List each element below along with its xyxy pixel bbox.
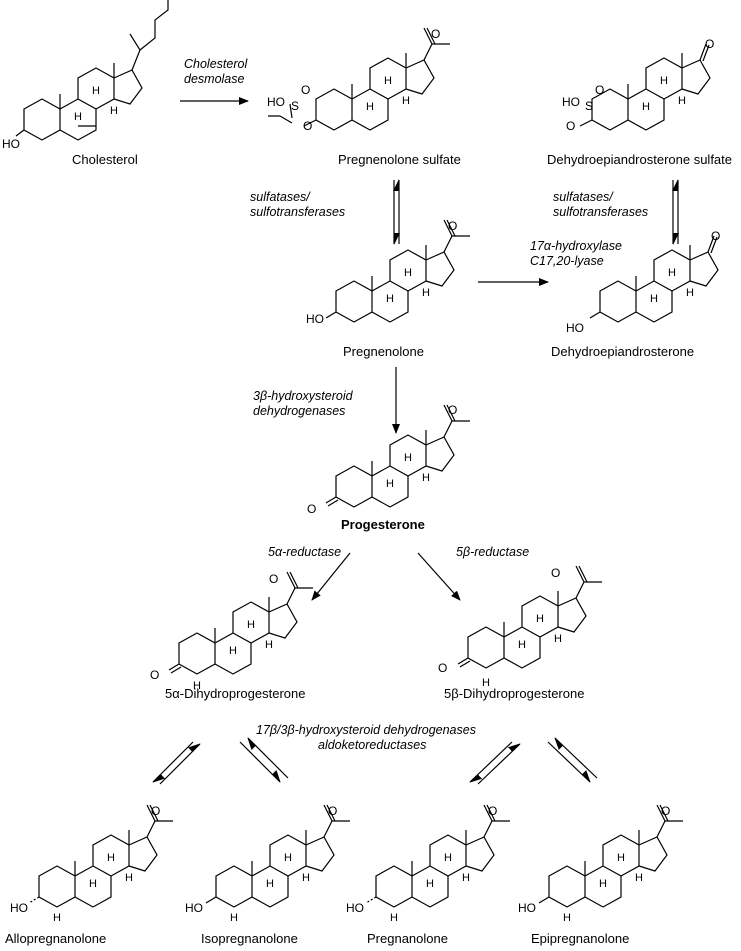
oxygen-label: O (448, 219, 457, 233)
h-label: H (230, 912, 238, 924)
reversible-arrow (152, 741, 194, 783)
sulfur-label: S (585, 99, 593, 113)
enzyme-label: sulfatases/ (250, 190, 311, 204)
reaction-arrow (417, 552, 461, 601)
oxygen-label: O (151, 804, 160, 818)
reversible-arrow (239, 741, 281, 783)
pregnenolone-structure (325, 219, 471, 323)
enzyme-label: 5α-reductase (268, 545, 341, 559)
enzyme-label: 17β/3β-hydroxysteroid dehydrogenases (256, 723, 476, 737)
reversible-arrow (547, 741, 591, 783)
dihydroprogesterone-5a-label: 5α-Dihydroprogesterone (165, 686, 305, 701)
hydroxyl-label: HO (518, 901, 536, 915)
pregnenolone-label: Pregnenolone (343, 344, 424, 359)
dihydroprogesterone-5a-structure (168, 571, 314, 675)
oxygen-label: O (431, 27, 440, 41)
enzyme-label: C17,20-lyase (530, 254, 604, 268)
hydroxyl-label: HO (306, 312, 324, 326)
pregnanolone-label: Pregnanolone (367, 931, 448, 946)
hydroxyl-label: HO (2, 137, 20, 151)
dihydroprogesterone-5b-label: 5β-Dihydroprogesterone (444, 686, 584, 701)
pregnenolone-sulfate-structure (268, 27, 451, 131)
isopregnanolone-structure (205, 804, 351, 908)
oxygen-label: O (488, 804, 497, 818)
hydroxyl-label: HO (10, 901, 28, 915)
enzyme-label: dehydrogenases (253, 404, 345, 418)
enzyme-label: sulfatases/ (553, 190, 614, 204)
reaction-arrow (311, 552, 351, 601)
enzyme-label: 3β-hydroxysteroid (253, 389, 354, 403)
progesterone-structure (325, 404, 471, 508)
oxygen-label: O (150, 668, 159, 682)
reversible-arrow (554, 737, 598, 779)
h-label: H (563, 912, 571, 924)
oxygen-label: O (438, 661, 447, 675)
pregnanolone-structure (365, 804, 511, 908)
dihydroprogesterone-5b-structure (457, 565, 603, 669)
cholesterol-structure (15, 0, 169, 141)
progesterone-label: Progesterone (341, 517, 425, 532)
oxygen-label: O (269, 572, 278, 586)
dhea-label: Dehydroepiandrosterone (551, 344, 694, 359)
epipregnanolone-label: Epipregnanolone (531, 931, 629, 946)
hydroxyl-label: HO (346, 901, 364, 915)
enzyme-label: desmolase (184, 72, 244, 86)
oxygen-label: O (551, 566, 560, 580)
enzyme-label: sulfotransferases (250, 205, 345, 219)
h-label: H (53, 912, 61, 924)
oxygen-label: O (595, 83, 604, 97)
oxygen-label: O (328, 804, 337, 818)
allopregnanolone-label: Allopregnanolone (5, 931, 106, 946)
enzyme-label: 17α-hydroxylase (530, 239, 622, 253)
oxygen-label: O (566, 119, 575, 133)
oxygen-label: O (448, 403, 457, 417)
h-label: H (482, 677, 490, 689)
oxygen-label: O (301, 83, 310, 97)
enzyme-label: Cholesterol (184, 57, 248, 71)
enzyme-label: sulfotransferases (553, 205, 648, 219)
cholesterol-label: Cholesterol (72, 152, 138, 167)
oxygen-label: O (661, 804, 670, 818)
reversible-arrow (469, 741, 513, 783)
h-label: H (193, 680, 201, 692)
dhea-sulfate-label: Dehydroepiandrosterone sulfate (547, 152, 732, 167)
isopregnanolone-label: Isopregnanolone (201, 931, 298, 946)
reversible-arrow (247, 737, 289, 779)
reversible-arrow (477, 743, 521, 785)
sulfur-label: S (291, 99, 299, 113)
enzyme-label: aldoketoreductases (318, 738, 426, 752)
oxygen-label: O (705, 37, 714, 51)
oxygen-label: O (307, 502, 316, 516)
dhea-structure (589, 235, 719, 323)
pregnenolone-sulfate-label: Pregnenolone sulfate (338, 152, 461, 167)
enzyme-label: 5β-reductase (456, 545, 529, 559)
epipregnanolone-structure (538, 804, 684, 908)
oxygen-label: O (711, 229, 720, 243)
hydroxyl-label: HO (566, 321, 584, 335)
hydroxyl-label: HO (185, 901, 203, 915)
oxygen-label: O (303, 119, 312, 133)
sulfate-hydroxy-label: HO (267, 95, 285, 109)
sulfate-hydroxy-label: HO (562, 95, 580, 109)
h-label: H (390, 912, 398, 924)
allopregnanolone-structure (28, 804, 174, 908)
reversible-arrow (159, 743, 201, 785)
dhea-sulfate-structure (579, 43, 711, 131)
